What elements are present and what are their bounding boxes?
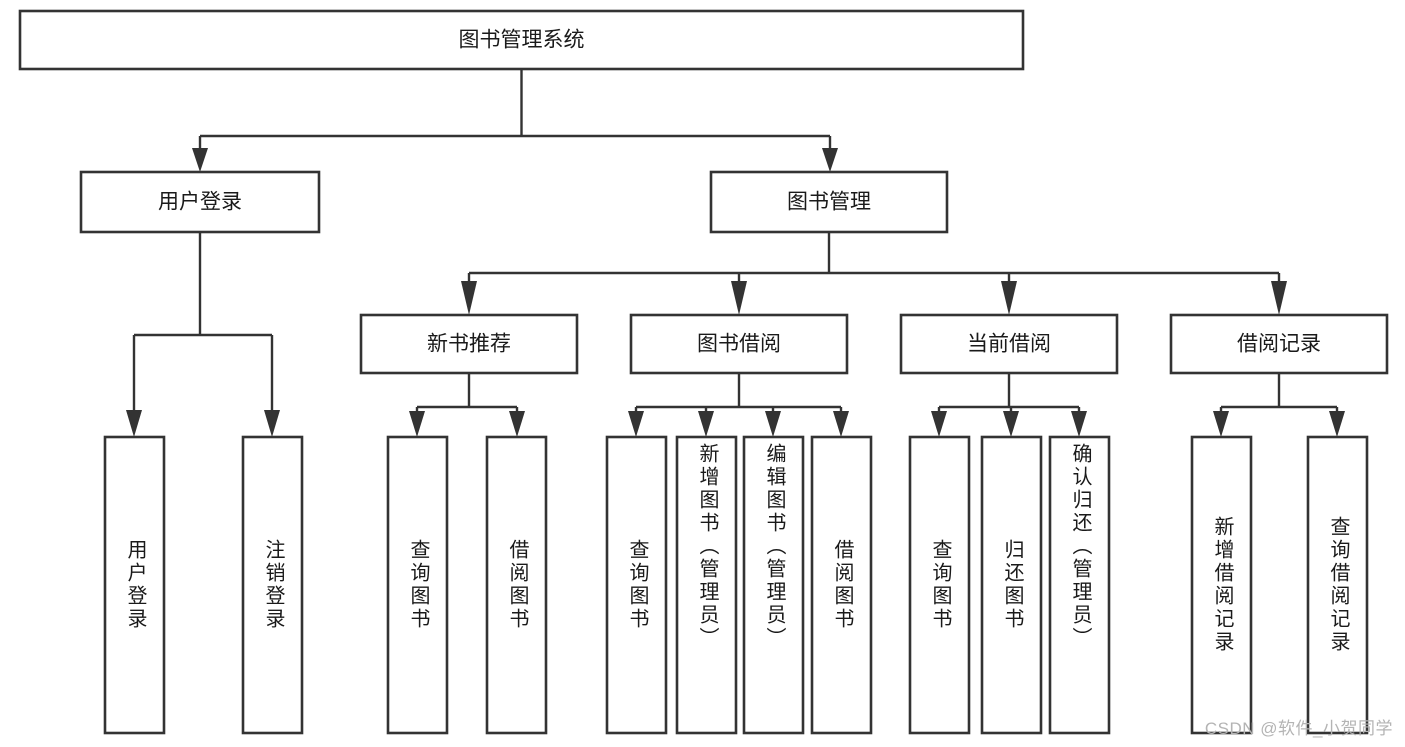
arrow-head-borrow-record bbox=[1271, 281, 1287, 315]
leaf-box-user-login[interactable] bbox=[103, 435, 166, 735]
arrow-head-leaf-borrow-book-2 bbox=[833, 411, 849, 437]
connectors-root-to-level2 bbox=[192, 69, 838, 172]
node-book-management-box[interactable] bbox=[709, 170, 949, 234]
leaf-box-add-book[interactable] bbox=[675, 435, 738, 735]
leaf-box-query-record[interactable] bbox=[1306, 435, 1369, 735]
node-user-login-label: 用户登录 bbox=[158, 191, 242, 214]
node-current-borrow-box[interactable] bbox=[899, 313, 1119, 375]
leaf-box-borrow-book-2[interactable] bbox=[810, 435, 873, 735]
node-book-management-label: 图书管理 bbox=[787, 191, 871, 214]
arrow-head-leaf-user-login bbox=[126, 410, 142, 437]
arrow-head-leaf-confirm-return bbox=[1071, 411, 1087, 437]
arrow-head-leaf-query-record bbox=[1329, 411, 1345, 437]
arrow-head-new-book-rec bbox=[461, 281, 477, 315]
arrow-head-leaf-add-book bbox=[698, 411, 714, 437]
arrow-head-leaf-return-book bbox=[1003, 411, 1019, 437]
node-book-management[interactable]: 图书管理 bbox=[709, 170, 949, 234]
node-borrow-record-box[interactable] bbox=[1169, 313, 1389, 375]
leaf-box-logout[interactable] bbox=[241, 435, 304, 735]
leaf-box-query-book-2[interactable] bbox=[605, 435, 668, 735]
arrow-head-leaf-edit-book bbox=[765, 411, 781, 437]
node-new-book-recommend-label: 新书推荐 bbox=[427, 333, 511, 356]
leaf-box-add-record[interactable] bbox=[1190, 435, 1253, 735]
arrow-head-leaf-query-book-2 bbox=[628, 411, 644, 437]
leaf-box-borrow-book-1[interactable] bbox=[485, 435, 548, 735]
arrow-head-book-borrow bbox=[731, 281, 747, 315]
arrow-head-leaf-query-book-1 bbox=[409, 411, 425, 437]
node-user-login-box[interactable] bbox=[79, 170, 321, 234]
arrow-head-book-mgmt bbox=[822, 148, 838, 172]
connectors-newbookrec-to-leaves bbox=[409, 373, 525, 437]
node-root-box[interactable] bbox=[18, 9, 1025, 71]
arrow-head-user-login bbox=[192, 148, 208, 172]
connectors-borrowrecord-to-leaves bbox=[1213, 373, 1345, 437]
node-book-borrow-box[interactable] bbox=[629, 313, 849, 375]
arrow-head-leaf-query-book-3 bbox=[931, 411, 947, 437]
connectors-bookborrow-to-leaves bbox=[628, 373, 849, 437]
arrow-head-current-borrow bbox=[1001, 281, 1017, 315]
connectors-userlogin-to-leaves bbox=[126, 232, 280, 437]
node-user-login[interactable]: 用户登录 bbox=[79, 170, 321, 234]
leaf-box-query-book-3[interactable] bbox=[908, 435, 971, 735]
node-current-borrow-label: 当前借阅 bbox=[967, 333, 1051, 356]
connectors-currentborrow-to-leaves bbox=[931, 373, 1087, 437]
watermark-text: CSDN @软件_小贺同学 bbox=[1204, 719, 1393, 738]
node-root[interactable]: 图书管理系统 bbox=[18, 9, 1025, 71]
leaf-box-edit-book[interactable] bbox=[742, 435, 805, 735]
node-borrow-record-label: 借阅记录 bbox=[1237, 333, 1321, 356]
arrow-head-leaf-add-record bbox=[1213, 411, 1229, 437]
node-new-book-recommend-box[interactable] bbox=[359, 313, 579, 375]
leaf-box-return-book[interactable] bbox=[980, 435, 1043, 735]
leaf-box-confirm-return[interactable] bbox=[1048, 435, 1111, 735]
leaf-box-query-book-1[interactable] bbox=[386, 435, 449, 735]
node-root-label: 图书管理系统 bbox=[459, 29, 585, 52]
node-new-book-recommend[interactable]: 新书推荐 bbox=[359, 313, 579, 375]
node-book-borrow[interactable]: 图书借阅 bbox=[629, 313, 849, 375]
arrow-head-leaf-logout bbox=[264, 410, 280, 437]
node-book-borrow-label: 图书借阅 bbox=[697, 333, 781, 356]
connectors-bookmgmt-to-level3 bbox=[461, 232, 1287, 315]
node-current-borrow[interactable]: 当前借阅 bbox=[899, 313, 1119, 375]
node-borrow-record[interactable]: 借阅记录 bbox=[1169, 313, 1389, 375]
arrow-head-leaf-borrow-book-1 bbox=[509, 411, 525, 437]
